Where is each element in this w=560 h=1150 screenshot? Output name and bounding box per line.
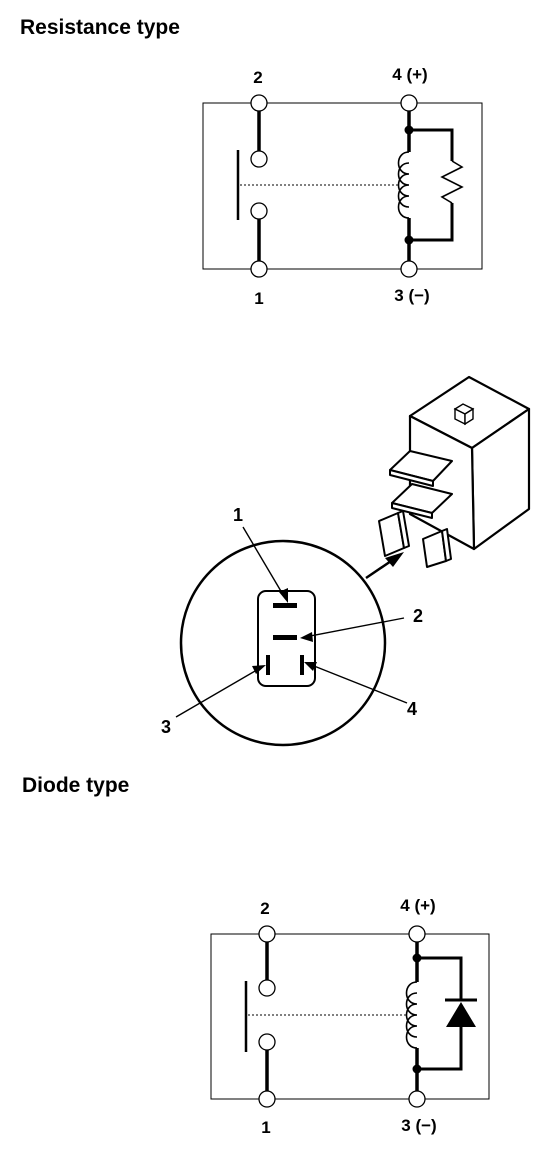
switch-contact-upper bbox=[250, 150, 268, 168]
terminal-3 bbox=[400, 260, 418, 278]
relay-coil bbox=[397, 151, 410, 219]
switch-contact-upper bbox=[258, 979, 276, 997]
pin-label-2: 2 bbox=[253, 68, 262, 87]
terminal-1 bbox=[250, 260, 268, 278]
pin-label-3-negative: 3 (−) bbox=[394, 286, 429, 305]
diode bbox=[446, 1002, 476, 1027]
diode-type-schematic: 2 4 (+) 1 3 (−) bbox=[210, 896, 490, 1137]
relay-housing-outline bbox=[202, 102, 483, 270]
resistance-type-schematic: 2 4 (+) 1 3 (−) bbox=[202, 65, 483, 308]
diode-type-title: Diode type bbox=[22, 774, 129, 797]
terminal-3 bbox=[408, 1090, 426, 1108]
terminal-4 bbox=[408, 925, 426, 943]
pin-label-2: 2 bbox=[260, 899, 269, 918]
relay-housing-outline bbox=[210, 933, 490, 1100]
connector-detail-circle bbox=[179, 539, 387, 747]
terminal-1 bbox=[258, 1090, 276, 1108]
resistor bbox=[440, 160, 464, 204]
terminal-2 bbox=[250, 94, 268, 112]
resistance-type-title: Resistance type bbox=[20, 16, 180, 39]
junction-dot bbox=[412, 953, 422, 963]
junction-dot bbox=[404, 125, 414, 135]
terminal-slot-3 bbox=[266, 655, 270, 675]
switch-contact-lower bbox=[250, 202, 268, 220]
terminal-slot-1 bbox=[273, 603, 297, 608]
pin-label-4-positive: 4 (+) bbox=[400, 896, 435, 915]
junction-dot bbox=[404, 235, 414, 245]
callout-4: 4 bbox=[407, 699, 417, 719]
relay-terminal-blades bbox=[378, 450, 453, 568]
pin-label-3-negative: 3 (−) bbox=[401, 1116, 436, 1135]
relay-coil bbox=[405, 981, 418, 1049]
terminal-4 bbox=[400, 94, 418, 112]
pin-label-1: 1 bbox=[254, 289, 263, 308]
terminal-slot-4 bbox=[300, 655, 304, 675]
terminal-slot-2 bbox=[273, 635, 297, 640]
relay-connector-illustration: 1 2 3 4 bbox=[161, 375, 531, 747]
callout-1: 1 bbox=[233, 505, 243, 525]
pin-label-1: 1 bbox=[261, 1118, 270, 1137]
terminal-2 bbox=[258, 925, 276, 943]
callout-3: 3 bbox=[161, 717, 171, 737]
junction-dot bbox=[412, 1064, 422, 1074]
pin-label-4-positive: 4 (+) bbox=[392, 65, 427, 84]
switch-contact-lower bbox=[258, 1033, 276, 1051]
callout-2: 2 bbox=[413, 606, 423, 626]
